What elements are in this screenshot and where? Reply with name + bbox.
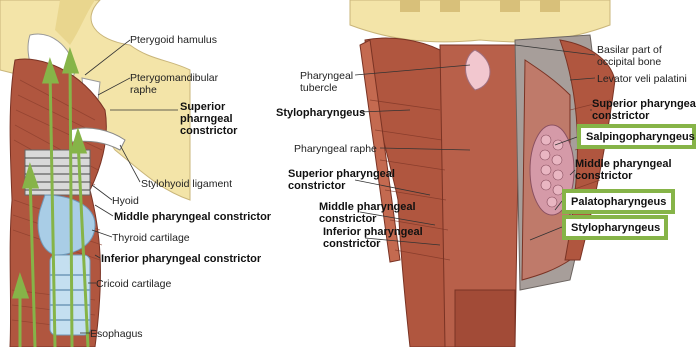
label-middle-pharyngeal-constrictor-left: Middle pharyngeal constrictor (114, 211, 271, 223)
label-superior-pharyngeal-constrictor-left: Superior pharyngeal constrictor (288, 168, 408, 192)
label-levator-veli-palatini: Levator veli palatini (597, 73, 687, 85)
label-hyoid: Hyoid (112, 195, 139, 207)
label-pterygoid-hamulus: Pterygoid hamulus (130, 34, 217, 46)
label-superior-pharngeal-constrictor: Superior pharngeal constrictor (180, 101, 270, 137)
label-pharyngeal-tubercle: Pharyngeal tubercle (300, 70, 370, 94)
skull-base (350, 0, 610, 42)
label-stylopharyngeus-left: Stylopharyngeus (276, 107, 365, 119)
label-middle-pharyngeal-constrictor-center: Middle pharyngeal constrictor (319, 201, 419, 225)
esophagus-lower (455, 290, 515, 347)
label-basilar-part-occipital-bone: Basilar part of occipital bone (597, 44, 692, 68)
posterior-view-figure: Pharyngeal tubercle Stylopharyngeus Phar… (270, 0, 696, 347)
highlight-palatopharyngeus: Palatopharyngeus (562, 189, 675, 214)
label-stylohyoid-ligament: Stylohyoid ligament (141, 178, 232, 190)
pharyngeal-wall-left (365, 38, 450, 347)
label-pterygomandibular-raphe: Pterygomandibular raphe (130, 72, 240, 96)
label-esophagus: Esophagus (90, 328, 143, 340)
label-inferior-pharyngeal-constrictor-left: Inferior pharyngeal constrictor (101, 253, 261, 265)
highlight-stylopharyngeus: Stylopharyngeus (562, 215, 668, 240)
label-inferior-pharyngeal-constrictor-center: Inferior pharyngeal constrictor (323, 226, 428, 250)
label-pharyngeal-raphe: Pharyngeal raphe (294, 143, 377, 155)
label-cricoid-cartilage: Cricoid cartilage (96, 278, 171, 290)
label-middle-pharyngeal-constrictor-right: Middle pharyngeal constrictor (575, 158, 687, 182)
label-thyroid-cartilage: Thyroid cartilage (112, 232, 190, 244)
highlight-salpingopharyngeus: Salpingopharyngeus (577, 124, 696, 149)
label-superior-pharyngeal-constrictor-right: Superior pharyngeal constrictor (592, 98, 696, 122)
